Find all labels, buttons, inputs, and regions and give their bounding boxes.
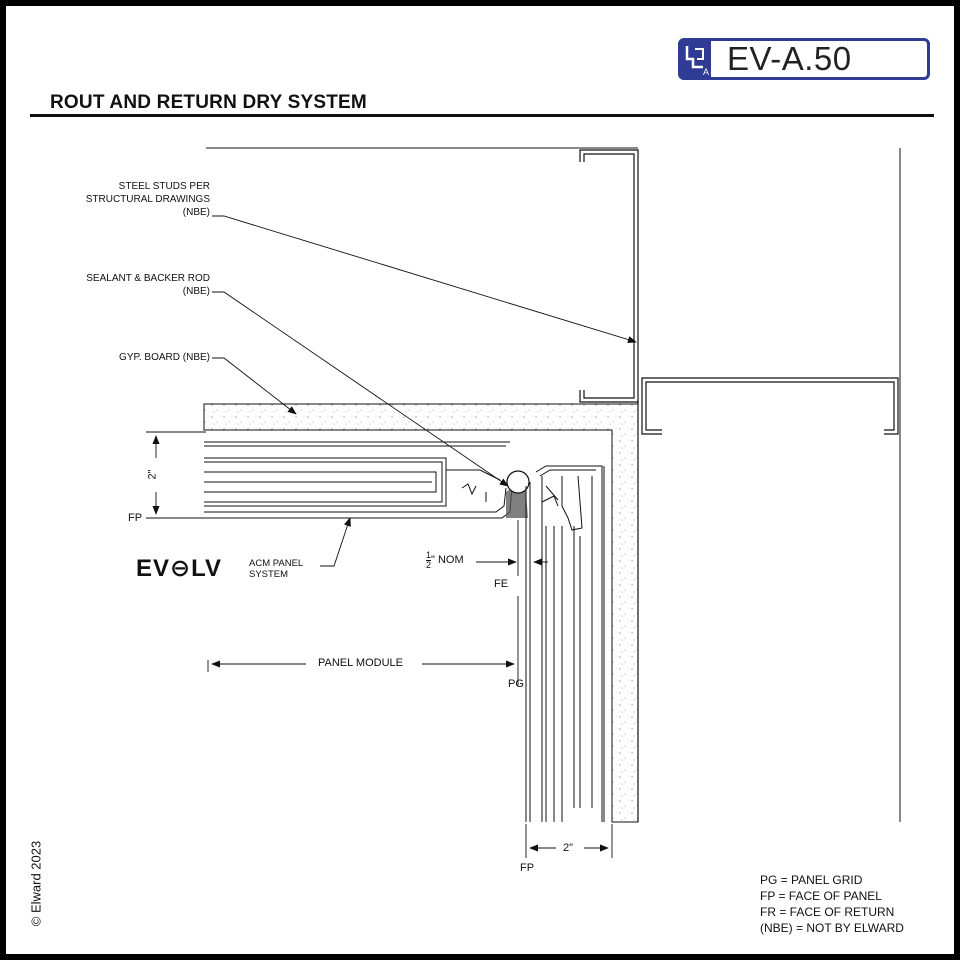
- dim-fp-left: FP: [128, 512, 143, 524]
- sheet-code-badge: A EV-A.50: [678, 38, 930, 80]
- evolv-product-label: ACM PANEL SYSTEM: [249, 558, 303, 580]
- copyright-notice: © Elward 2023: [28, 840, 44, 927]
- callout-steel-studs-line2: STRUCTURAL DRAWINGS: [85, 194, 210, 205]
- evolv-line1: ACM PANEL: [249, 558, 304, 569]
- legend-item: (NBE) = NOT BY ELWARD: [760, 921, 904, 935]
- dim-pg: PG: [508, 678, 524, 690]
- dim-half-num: 1: [426, 550, 432, 560]
- callout-sealant: SEALANT & BACKER ROD (NBE): [66, 272, 210, 298]
- detail-drawing: [146, 147, 901, 858]
- callout-gyp-board: GYP. BOARD (NBE): [119, 352, 210, 363]
- sealant-backer-rod: [506, 470, 530, 518]
- dim-half-suffix: " NOM: [431, 554, 464, 566]
- callout-steel-studs-line1: STEEL STUDS PER: [118, 181, 210, 192]
- drawing-sheet: A EV-A.50 ROUT AND RETURN DRY SYSTEM: [6, 6, 954, 954]
- acm-panel-horizontal: [204, 441, 513, 519]
- steel-stud-horizontal: [641, 377, 899, 435]
- dim-fe: FE: [494, 578, 509, 590]
- legend-item: FR = FACE OF RETURN: [760, 905, 895, 919]
- gyp-board: [203, 403, 639, 823]
- dim-fp-bottom: FP: [520, 862, 535, 874]
- legend-item: FP = FACE OF PANEL: [760, 889, 882, 903]
- evolv-logo: EV⊖LV: [136, 555, 223, 582]
- dim-half-nom: 1 2 " NOM: [426, 551, 464, 570]
- callout-sealant-line1: SEALANT & BACKER ROD: [86, 273, 210, 284]
- dim-half-den: 2: [426, 560, 432, 570]
- elward-logo-icon: A: [681, 41, 711, 77]
- dim-panel-module: PANEL MODULE: [318, 657, 403, 669]
- title-underline: [30, 114, 934, 117]
- page-title: ROUT AND RETURN DRY SYSTEM: [50, 92, 367, 113]
- callout-sealant-line2: (NBE): [182, 286, 210, 297]
- dimension-lines: [146, 431, 613, 858]
- acm-panel-vertical: [525, 465, 605, 822]
- callout-steel-studs-line3: (NBE): [182, 207, 210, 218]
- dim-2in-vertical: 2": [146, 469, 159, 480]
- legend-item: PG = PANEL GRID: [760, 873, 863, 887]
- abbreviation-legend: PG = PANEL GRID FP = FACE OF PANEL FR = …: [760, 872, 904, 936]
- sheet-code: EV-A.50: [727, 40, 852, 77]
- callout-steel-studs: STEEL STUDS PER STRUCTURAL DRAWINGS (NBE…: [66, 180, 210, 219]
- dim-2in-bottom: 2": [563, 842, 574, 854]
- room-outline: [206, 147, 901, 822]
- badge-icon-letter: A: [703, 67, 709, 77]
- evolv-line2: SYSTEM: [249, 569, 289, 580]
- callout-leaders: [212, 215, 637, 567]
